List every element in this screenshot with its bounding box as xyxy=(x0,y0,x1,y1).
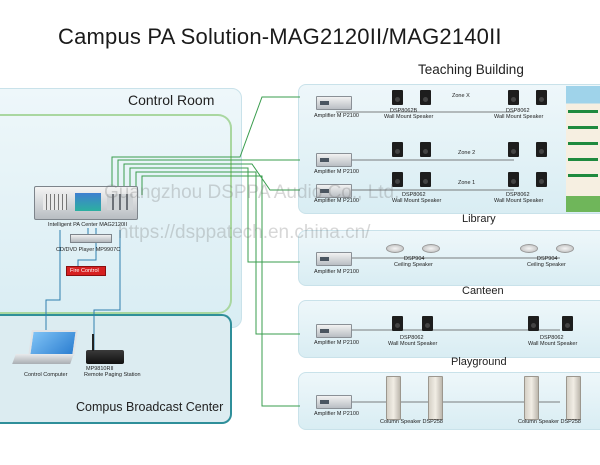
canteen-speaker-2 xyxy=(422,316,433,331)
speaker-a-name: Wall Mount Speaker xyxy=(384,114,434,120)
library-spk1-model: DSP904 xyxy=(404,256,425,262)
fire-control-label: Fire Control xyxy=(70,268,99,274)
canteen-spk2-model: DSP8062 xyxy=(540,335,564,341)
pa-center-knobs xyxy=(107,194,133,210)
wall-speaker-zx-4 xyxy=(536,90,547,105)
amplifier-library xyxy=(316,252,352,266)
control-computer-label: Control Computer xyxy=(24,372,68,378)
zone-2-label: Zone 2 xyxy=(458,150,476,156)
amplifier-canteen xyxy=(316,324,352,338)
column-speaker-1 xyxy=(386,376,401,420)
canteen-spk1-model: DSP8062 xyxy=(400,335,424,341)
playground-spk2-label: Column Speaker DSP258 xyxy=(518,419,581,425)
wall-speaker-z1-1 xyxy=(392,172,403,187)
paging-station-mic xyxy=(92,334,94,351)
playground-spk1-label: Column Speaker DSP258 xyxy=(380,419,443,425)
speaker-b-model: DSP8062 xyxy=(506,108,530,114)
ceiling-speaker-3 xyxy=(520,244,538,253)
library-label: Library xyxy=(462,213,496,225)
wire-station xyxy=(93,230,121,352)
wire-library xyxy=(129,167,300,263)
control-room-label: Control Room xyxy=(128,92,215,108)
wall-speaker-z2-2 xyxy=(420,142,431,157)
wire-teaching-3 xyxy=(123,163,300,195)
column-speaker-3 xyxy=(524,376,539,420)
amplifier-zone-x xyxy=(316,96,352,110)
fire-control-box: Fire Control xyxy=(66,266,106,276)
wall-speaker-zx-2 xyxy=(420,90,431,105)
ceiling-speaker-4 xyxy=(556,244,574,253)
amplifier-zone-x-label: Amplifier M P2100 xyxy=(314,113,359,119)
speaker-d-model: DSP8062 xyxy=(506,192,530,198)
library-spk2-name: Ceiling Speaker xyxy=(527,262,566,268)
column-speaker-2 xyxy=(428,376,443,420)
canteen-speaker-4 xyxy=(562,316,573,331)
canteen-spk2-name: Wall Mount Speaker xyxy=(528,341,578,347)
canteen-speaker-3 xyxy=(528,316,539,331)
column-speaker-4 xyxy=(566,376,581,420)
paging-station-name: Remote Paging Station xyxy=(84,372,141,378)
pa-center-keypad xyxy=(43,194,67,210)
speaker-a-model: DSP8062B xyxy=(390,108,418,114)
diagram-title: Campus PA Solution-MAG2120II/MAG2140II xyxy=(58,24,502,49)
canteen-speaker-1 xyxy=(392,316,403,331)
wire-teaching-1 xyxy=(111,96,300,195)
amplifier-playground xyxy=(316,395,352,409)
wall-speaker-z2-3 xyxy=(508,142,519,157)
wall-speaker-z1-3 xyxy=(508,172,519,187)
playground-label: Playground xyxy=(451,356,507,368)
amplifier-zone-2 xyxy=(316,153,352,167)
canteen-spk1-name: Wall Mount Speaker xyxy=(388,341,438,347)
amplifier-zone-2-label: Amplifier M P2100 xyxy=(314,169,359,175)
paging-station xyxy=(86,350,124,364)
cd-player-device xyxy=(70,234,112,243)
library-spk2-model: DSP904 xyxy=(537,256,558,262)
ceiling-speaker-1 xyxy=(386,244,404,253)
speaker-b-name: Wall Mount Speaker xyxy=(494,114,544,120)
wire-canteen xyxy=(135,171,300,335)
building-photo xyxy=(566,86,600,212)
zone-1-label: Zone 1 xyxy=(458,180,476,186)
amplifier-zone-1-label: Amplifier M P2100 xyxy=(314,198,359,204)
wire-computer xyxy=(45,230,61,335)
pa-center-device xyxy=(34,186,138,220)
ceiling-speaker-2 xyxy=(422,244,440,253)
amplifier-canteen-label: Amplifier M P2100 xyxy=(314,340,359,346)
wire-playground xyxy=(141,175,300,407)
amplifier-library-label: Amplifier M P2100 xyxy=(314,269,359,275)
speaker-d-name: Wall Mount Speaker xyxy=(494,198,544,204)
pa-center-label: Intelligent PA Center MAG2120II xyxy=(48,222,128,228)
wall-speaker-zx-1 xyxy=(392,90,403,105)
control-computer xyxy=(12,330,80,366)
speaker-c-name: Wall Mount Speaker xyxy=(392,198,442,204)
amplifier-playground-label: Amplifier M P2100 xyxy=(314,411,359,417)
pa-center-screen xyxy=(75,193,101,211)
paging-station-model: MP9810RII xyxy=(86,366,114,372)
broadcast-center-label: Compus Broadcast Center xyxy=(76,400,224,414)
wall-speaker-z1-2 xyxy=(420,172,431,187)
teaching-building-label: Teaching Building xyxy=(418,62,524,77)
wall-speaker-zx-3 xyxy=(508,90,519,105)
wire-teaching-2 xyxy=(117,159,300,195)
zone-x-label: Zone X xyxy=(452,93,470,99)
wire-fire xyxy=(77,228,97,268)
amplifier-zone-1 xyxy=(316,184,352,198)
control-room-inner-border xyxy=(0,114,232,314)
speaker-c-model: DSP8062 xyxy=(402,192,426,198)
wall-speaker-z2-1 xyxy=(392,142,403,157)
canteen-label: Canteen xyxy=(462,285,504,297)
wall-speaker-z2-4 xyxy=(536,142,547,157)
cd-player-label: CD/DVD Player MP9907C xyxy=(56,247,121,253)
wall-speaker-z1-4 xyxy=(536,172,547,187)
library-spk1-name: Ceiling Speaker xyxy=(394,262,433,268)
